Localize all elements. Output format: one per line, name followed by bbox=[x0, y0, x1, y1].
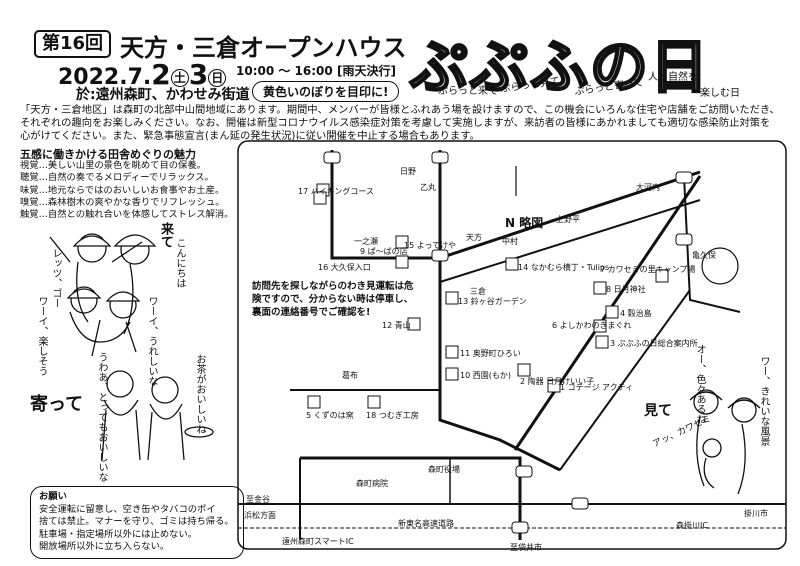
place-16: 16 大久保入口 bbox=[318, 263, 371, 272]
place-11: 11 奥野町ひろい bbox=[460, 349, 521, 358]
speech-pretty: ワー、きれいな風景 bbox=[758, 356, 769, 446]
brand-logo: ぷぷふの日 bbox=[409, 32, 711, 103]
route-shields bbox=[323, 151, 693, 534]
label-kuwanyu: 葛布 bbox=[342, 371, 358, 380]
label-mikura: 三倉 bbox=[470, 287, 486, 296]
label-morimachi-sta: 遠州森町スマートIC bbox=[282, 537, 354, 546]
speech-tea: お茶がおいしいね bbox=[194, 354, 205, 434]
date-year-month: 2022.7. bbox=[58, 65, 152, 90]
place-8: 8 日月神社 bbox=[606, 285, 646, 294]
notice-title: お願い bbox=[39, 491, 67, 502]
place-18: 18 つむぎ工房 bbox=[366, 411, 419, 420]
notice-line-1: 安全運転に留意し、空き缶やタバコのポイ bbox=[39, 503, 216, 515]
label-hino: 日野 bbox=[400, 167, 416, 176]
label-kakegawa: 掛川市 bbox=[744, 509, 768, 518]
date-dow2: 日 bbox=[208, 69, 227, 87]
charm-item-touch: 触覚…自然との触れ合いを体感してストレス解消。 bbox=[20, 209, 234, 221]
speech-see: 見て bbox=[644, 403, 672, 419]
event-title: 天方・三倉オープンハウス bbox=[120, 34, 407, 62]
rain-note: [雨天決行] bbox=[336, 64, 396, 78]
date-day1: 2 bbox=[151, 58, 171, 91]
intro-text: 「天方・三倉地区」は森町の北部中山間地域にあります。期間中、メンバーが皆様とふれ… bbox=[20, 104, 782, 143]
charm-item-sight: 視覚…美しい山里の景色を眺めて目の保養。 bbox=[20, 160, 206, 171]
label-morimachi-hosp: 森町病院 bbox=[356, 479, 388, 488]
intro-line-3: 心がけてください。また、緊急事態宣言(まん延の発生状況)に従い開催を中止する場合… bbox=[20, 130, 480, 142]
map-frame bbox=[237, 140, 787, 550]
label-otoko: 乙丸 bbox=[420, 183, 436, 192]
notice-box: お願い 安全運転に留意し、空き缶やタバコのポイ 捨ては禁止。マナーを守り、ゴミは… bbox=[30, 486, 244, 559]
label-shinkomei: 新東名高速道路 bbox=[398, 519, 454, 528]
notice-line-2: 捨ては禁止。マナーを守り、ゴミは持ち帰る。 bbox=[39, 516, 234, 528]
intro-line-1: 「天方・三倉地区」は森町の北部中山間地域にあります。期間中、メンバーが皆様とふれ… bbox=[20, 104, 780, 116]
label-kamesaka: 亀久保 bbox=[692, 251, 716, 260]
edition-badge: 第16回 bbox=[34, 30, 112, 58]
place-13: 13 鈴ヶ谷ガーデン bbox=[458, 297, 527, 306]
place-3: 3 ぷぷふの日総合案内所 bbox=[610, 339, 698, 348]
speech-stop: 寄って bbox=[30, 394, 84, 415]
label-morimachi-office: 森町役場 bbox=[428, 465, 460, 474]
place-7: 7 カワセミの里キャンプ場 bbox=[600, 265, 696, 274]
place-12: 12 青山 bbox=[382, 321, 411, 330]
speech-fun: ワーイ、楽しそう bbox=[36, 296, 47, 376]
notice-line-3: 駐車場・指定場所以外には止めない。 bbox=[39, 528, 198, 540]
charm-item-smell: 嗅覚…森林樹木の爽やかな香りでリフレッシュ。 bbox=[20, 196, 225, 208]
label-oohara: 大河内 bbox=[636, 183, 660, 192]
date-day2: 3 bbox=[188, 58, 209, 91]
place-4: 4 穀治島 bbox=[620, 309, 652, 318]
speech-tasty: うわあ、とってもおいしいな bbox=[96, 352, 107, 482]
label-mori-ic: 森掛川IC bbox=[676, 521, 708, 530]
charm-list: 視覚…美しい山里の景色を眺めて目の保養。 聴覚…自然の奏でるメロディーでリラック… bbox=[20, 160, 233, 221]
label-tenpo: 天方 bbox=[466, 233, 482, 242]
charm-title: 五感に働きかける田舎めぐりの魅力 bbox=[20, 148, 196, 161]
map-legend: N 略図 bbox=[505, 214, 543, 231]
place-14: 14 なかむら横丁・Tulips bbox=[518, 263, 610, 272]
speech-lets-go: レッツ、ゴー bbox=[50, 248, 61, 308]
north-mark: N bbox=[505, 216, 516, 230]
slogan-1: ぷらっと来て bbox=[438, 86, 498, 97]
place-9: 9 ぱ〜ばの店 bbox=[360, 247, 408, 256]
speech-konnichiwa: こんにちは bbox=[174, 238, 185, 288]
map-legend-label: 略図 bbox=[519, 216, 544, 230]
time-range: 10:00 〜 16:00 bbox=[236, 64, 333, 78]
date-dow1: 土 bbox=[170, 69, 189, 87]
place-15: 15 よってけや bbox=[404, 241, 457, 250]
charm-item-taste: 味覚…地元ならではのおいしいお食事やお土産。 bbox=[20, 184, 225, 196]
children-illustration bbox=[49, 233, 157, 357]
label-ichinose: 一之瀬 bbox=[354, 237, 378, 246]
place-1: 1 コテージ アクティ bbox=[560, 383, 634, 392]
event-time: 10:00 〜 16:00 [雨天決行] bbox=[236, 62, 396, 79]
place-10: 10 西園(もか) bbox=[460, 371, 511, 380]
label-kosai: 至金谷 bbox=[246, 495, 270, 504]
charm-item-hearing: 聴覚…自然の奏でるメロディーでリラックス。 bbox=[20, 172, 214, 184]
label-kamiyaro: 上野平 bbox=[556, 215, 580, 224]
event-place: 於:遠州森町、かわせみ街道 bbox=[76, 87, 250, 103]
speech-happy: ワーイ、うれしいな bbox=[146, 296, 157, 386]
intro-line-2: それぞれの趣向をお楽しみください。なお、開催は新型コロナウイルス感染症対策を考慮… bbox=[20, 117, 771, 129]
label-hamamatsu: 浜松方面 bbox=[244, 511, 276, 520]
notice-line-4: 開放場所以外に立ち入らない。 bbox=[39, 541, 170, 553]
place-5: 5 くずのは窯 bbox=[306, 411, 354, 420]
flag-note: 黄色いのぼりを目印に! bbox=[252, 81, 400, 102]
place-6: 6 よしかわのきまぐれ bbox=[552, 321, 632, 330]
label-nakamura: 中村 bbox=[502, 237, 518, 246]
place-17: 17 ハイキングコース bbox=[298, 187, 374, 196]
place-2: 2 陶器 日月けいい子 bbox=[520, 377, 595, 386]
map-warning: 訪問先を探しながらのわき見運転は危険ですので、分からない時は停車し、裏面の連絡番… bbox=[252, 281, 414, 318]
slogan-5: 楽しむ日 bbox=[700, 88, 740, 99]
speech-colors: オー、色々あるね bbox=[694, 344, 705, 424]
label-fukuroi: 至袋井市 bbox=[510, 543, 542, 552]
speech-come: 来て bbox=[158, 222, 173, 248]
tea-people-illustration bbox=[101, 370, 214, 461]
viewers-illustration bbox=[689, 389, 761, 495]
slogan-4: 人と自然を bbox=[648, 72, 698, 83]
site-markers bbox=[307, 183, 669, 409]
